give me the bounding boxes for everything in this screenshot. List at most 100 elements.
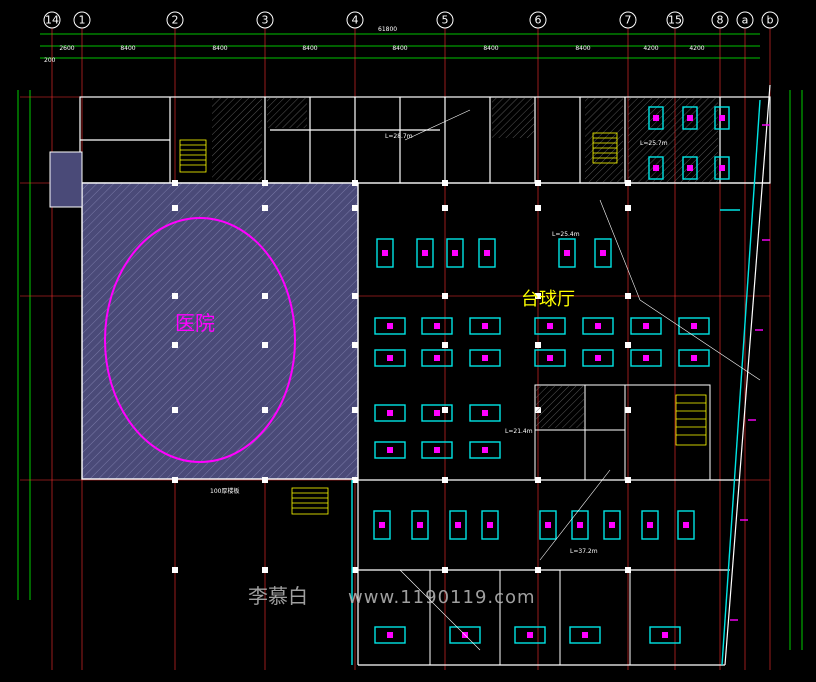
length-label-3: L=25.4m bbox=[552, 231, 580, 238]
dimension-segment: 8400 bbox=[120, 45, 135, 52]
billiard-table bbox=[648, 106, 664, 130]
billiard-table bbox=[594, 238, 612, 268]
billiard-table bbox=[449, 510, 467, 540]
axis-label-2: 2 bbox=[172, 14, 179, 27]
billiard-table bbox=[374, 626, 406, 644]
billiard-table bbox=[714, 106, 730, 130]
axis-bubble-1 bbox=[73, 11, 91, 29]
column bbox=[262, 407, 268, 413]
billiard-table bbox=[641, 510, 659, 540]
column bbox=[172, 205, 178, 211]
axis-bubble-b bbox=[761, 11, 779, 29]
billiard-table bbox=[534, 349, 566, 367]
axis-bubble-2 bbox=[166, 11, 184, 29]
cyan-walls bbox=[351, 99, 761, 666]
dimension-segment: 2600 bbox=[59, 45, 74, 52]
column bbox=[172, 342, 178, 348]
hospital-block bbox=[49, 151, 359, 480]
billiard-table bbox=[469, 349, 501, 367]
column bbox=[442, 342, 448, 348]
column bbox=[625, 342, 631, 348]
billiard-table bbox=[481, 510, 499, 540]
axis-bubble-5 bbox=[436, 11, 454, 29]
axis-bubble-a bbox=[736, 11, 754, 29]
billiard-table bbox=[374, 441, 406, 459]
axis-bubble-8 bbox=[711, 11, 729, 29]
dimension-lines bbox=[17, 33, 803, 650]
billiard-table bbox=[469, 317, 501, 335]
billiard-table bbox=[539, 510, 557, 540]
billiard-table bbox=[469, 441, 501, 459]
dimension-segment: 8400 bbox=[575, 45, 590, 52]
billiard-table bbox=[374, 317, 406, 335]
axis-bubble-4 bbox=[346, 11, 364, 29]
billiard-table bbox=[603, 510, 621, 540]
column bbox=[625, 407, 631, 413]
column bbox=[625, 567, 631, 573]
column bbox=[262, 342, 268, 348]
billiard-table bbox=[411, 510, 429, 540]
billiard-table bbox=[569, 626, 601, 644]
column bbox=[535, 567, 541, 573]
billiard-table bbox=[682, 156, 698, 180]
dimension-segment: 8400 bbox=[392, 45, 407, 52]
axis-bubble-7 bbox=[619, 11, 637, 29]
billiard-table bbox=[373, 510, 391, 540]
axis-label-15: 15 bbox=[668, 14, 682, 27]
billiard-table bbox=[714, 156, 730, 180]
stair-note: 100厚楼板 bbox=[210, 487, 239, 495]
column bbox=[352, 567, 358, 573]
watermark-name: 李慕白 bbox=[248, 584, 308, 608]
billiard-table bbox=[469, 404, 501, 422]
billiard-table bbox=[446, 238, 464, 268]
column bbox=[172, 567, 178, 573]
billiard-table bbox=[376, 238, 394, 268]
left-edge-dimension: 200 bbox=[44, 57, 56, 64]
column bbox=[535, 180, 541, 186]
billiard-table bbox=[571, 510, 589, 540]
bottom-rooms bbox=[429, 570, 631, 665]
column bbox=[442, 407, 448, 413]
column bbox=[352, 180, 358, 186]
stairs bbox=[179, 132, 707, 515]
column bbox=[262, 293, 268, 299]
column bbox=[262, 477, 268, 483]
column bbox=[262, 567, 268, 573]
dimension-segment: 4200 bbox=[643, 45, 658, 52]
axis-label-5: 5 bbox=[442, 14, 449, 27]
service-core-hatch bbox=[536, 386, 584, 428]
column bbox=[625, 293, 631, 299]
service-core bbox=[534, 384, 711, 481]
axis-label-8: 8 bbox=[717, 14, 724, 27]
column bbox=[535, 205, 541, 211]
column bbox=[442, 477, 448, 483]
billiard-table bbox=[421, 349, 453, 367]
column bbox=[625, 180, 631, 186]
dimension-segment: 8400 bbox=[302, 45, 317, 52]
billiard-table bbox=[648, 156, 664, 180]
billiard-table bbox=[478, 238, 496, 268]
column bbox=[352, 342, 358, 348]
billiard-table bbox=[677, 510, 695, 540]
total-dimension: 61800 bbox=[378, 26, 397, 33]
column bbox=[262, 205, 268, 211]
dimension-segment: 8400 bbox=[483, 45, 498, 52]
axis-bubble-3 bbox=[256, 11, 274, 29]
column bbox=[352, 293, 358, 299]
column bbox=[535, 342, 541, 348]
axis-bubble-6 bbox=[529, 11, 547, 29]
length-label-4: L=21.4m bbox=[505, 428, 533, 435]
billiard-table bbox=[421, 404, 453, 422]
axis-label-1: 1 bbox=[79, 14, 86, 27]
column bbox=[172, 180, 178, 186]
column bbox=[352, 407, 358, 413]
length-label-5: L=37.2m bbox=[570, 548, 598, 555]
axis-label-3: 3 bbox=[262, 14, 269, 27]
column bbox=[352, 477, 358, 483]
billiard-table bbox=[374, 349, 406, 367]
billiard-table bbox=[582, 317, 614, 335]
axis-bubble-14 bbox=[43, 11, 61, 29]
axis-label-6: 6 bbox=[535, 14, 542, 27]
